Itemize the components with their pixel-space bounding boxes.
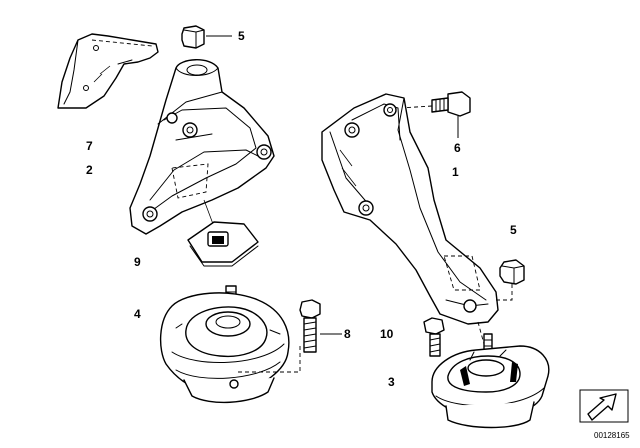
callout-10: 10 (380, 327, 394, 341)
heat-shield-plate (57, 33, 159, 109)
callout-6: 6 (454, 141, 461, 155)
right-engine-mount (431, 333, 550, 429)
bolt-left (299, 299, 342, 353)
callout-4: 4 (134, 307, 141, 321)
hex-nut-right (496, 259, 525, 301)
right-engine-bracket (321, 93, 499, 345)
rubber-pad (187, 221, 259, 267)
callout-8: 8 (344, 327, 351, 341)
direction-arrow-icon (579, 389, 629, 423)
bolt-right-top (399, 91, 471, 138)
callout-2: 2 (86, 163, 93, 177)
callout-5-right: 5 (510, 223, 517, 237)
callout-9: 9 (134, 255, 141, 269)
left-engine-mount (159, 285, 301, 404)
hex-nut-top (181, 25, 232, 49)
left-engine-bracket (129, 59, 275, 235)
callout-1: 1 (452, 165, 459, 179)
bolt-center (423, 317, 445, 357)
callout-7: 7 (86, 139, 93, 153)
callout-3: 3 (388, 375, 395, 389)
diagram-id: 00128165 (594, 431, 630, 440)
callout-5-top: 5 (238, 29, 245, 43)
